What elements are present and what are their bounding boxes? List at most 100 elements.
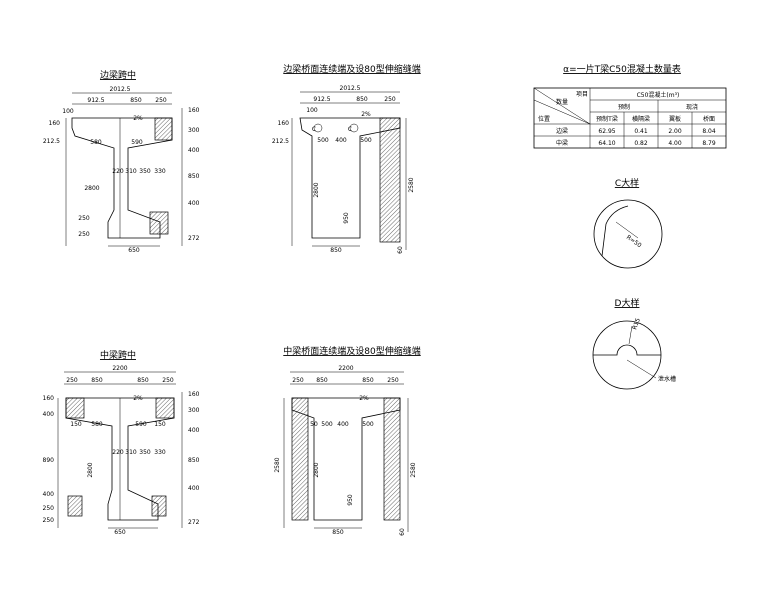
dim-text: 150: [70, 421, 82, 428]
dim-text: 160: [278, 120, 290, 127]
dim-text: 250: [78, 215, 90, 222]
dim-text: 272: [188, 519, 200, 526]
table-corner-mid: 数量: [556, 98, 568, 106]
dim-text: 60: [397, 246, 404, 254]
dim-text: 250: [43, 517, 55, 524]
dim-text: 2%: [359, 395, 369, 402]
dim-text: 160: [49, 120, 61, 127]
dim-text: 850: [137, 377, 149, 384]
dim-text: 580: [91, 421, 103, 428]
table-cell: 0.82: [634, 140, 648, 147]
dim-text: 150: [154, 421, 166, 428]
dim-text: 850: [188, 457, 200, 464]
dim-text: 212.5: [43, 138, 60, 145]
detail-d-note: 泄水槽: [658, 375, 676, 383]
dim-text: 590: [135, 421, 147, 428]
table-cell: 2.00: [668, 128, 682, 135]
dim-text: 850: [356, 96, 368, 103]
dim-text: 160: [188, 391, 200, 398]
mid-joint-title: 中梁桥面连续端及设80型伸缩缝端: [283, 345, 420, 357]
dim-text: 2%: [361, 111, 371, 118]
dim-text: 850: [330, 247, 342, 254]
detail-c-title: C大样: [615, 177, 639, 189]
dim-text: 2200: [112, 365, 127, 372]
dim-text: 2800: [313, 182, 320, 197]
dim-text: 250: [66, 377, 78, 384]
dim-text: 850: [188, 173, 200, 180]
dim-text: 2580: [274, 457, 281, 472]
dim-text: 400: [43, 491, 55, 498]
dim-text: 590: [131, 139, 143, 146]
dim-text: 400: [188, 147, 200, 154]
dim-text: 2%: [133, 115, 143, 122]
dim-text: 850: [316, 377, 328, 384]
table-cell: 8.04: [702, 128, 716, 135]
table-group-right: 现浇: [686, 103, 698, 111]
dim-text: 2800: [84, 185, 99, 192]
table-col-header: 桥面: [703, 115, 715, 123]
dim-text: 650: [128, 247, 140, 254]
table-cell: 4.00: [668, 140, 682, 147]
dim-text: 160: [188, 107, 200, 114]
dim-text: 2012.5: [340, 85, 361, 92]
table-corner-top: 项目: [576, 91, 588, 98]
dim-text: 500: [321, 421, 333, 428]
dim-text: 850: [91, 377, 103, 384]
dim-text: 250: [387, 377, 399, 384]
dim-text: 2012.5: [110, 86, 131, 93]
table-col-header: 翼板: [669, 115, 681, 123]
dim-text: 330: [154, 449, 166, 456]
edge-beam-midspan-section: 边梁跨中 2012.5 912.5 850 250 100 2% 590 580…: [43, 69, 200, 254]
dim-text: 400: [43, 411, 55, 418]
detail-d-radius: R15: [631, 317, 642, 331]
dim-text: 250: [43, 505, 55, 512]
dim-text: 160: [43, 395, 55, 402]
table-head-main: C50混凝土(m³): [637, 91, 680, 99]
table-col-header: 预制T梁: [596, 115, 618, 123]
dim-text: 2800: [313, 462, 320, 477]
dim-text: 300: [188, 407, 200, 414]
dim-text: 60: [399, 528, 406, 536]
detail-d: D大样 R15 泄水槽: [592, 297, 676, 390]
dim-text: 310: [125, 449, 137, 456]
mid-beam-joint-section: 中梁桥面连续端及设80型伸缩缝端 2200 250 850 850 250 2%…: [274, 345, 421, 536]
table-cell: 64.10: [598, 140, 615, 147]
dim-text: 350: [139, 168, 151, 175]
detail-d-title: D大样: [615, 297, 640, 309]
dim-text: 220: [112, 449, 124, 456]
dim-text: 400: [188, 427, 200, 434]
dim-text: 100: [62, 108, 74, 115]
dim-text: 2580: [410, 462, 417, 477]
dim-text: 400: [188, 485, 200, 492]
table-title: α=一片T梁C50混凝土数量表: [563, 63, 681, 75]
dim-text: 400: [337, 421, 349, 428]
dim-text: 310: [125, 168, 137, 175]
dim-text: 912.5: [87, 97, 104, 104]
dim-text: 300: [188, 127, 200, 134]
mid-mid-title: 中梁跨中: [100, 349, 136, 361]
dim-text: 500: [317, 137, 329, 144]
dim-text: 2580: [408, 177, 415, 192]
detail-c: C大样 R=50: [593, 177, 663, 269]
table-cell: 8.79: [702, 140, 716, 147]
dim-text: 50: [310, 421, 318, 428]
dim-text: 250: [155, 97, 167, 104]
dim-text: 500: [362, 421, 374, 428]
dim-text: 350: [139, 449, 151, 456]
table-row-label: 中梁: [556, 139, 568, 147]
detail-c-label: R=50: [625, 234, 643, 249]
dim-text: C: [312, 126, 316, 133]
dim-text: 272: [188, 235, 200, 242]
dim-text: 250: [162, 377, 174, 384]
dim-text: 250: [292, 377, 304, 384]
dim-text: 400: [188, 200, 200, 207]
dim-text: 400: [335, 137, 347, 144]
table-corner-bottom: 位置: [538, 115, 550, 123]
dim-text: 950: [343, 212, 350, 224]
dim-text: 850: [332, 529, 344, 536]
edge-mid-title: 边梁跨中: [100, 69, 136, 81]
table-group-left: 预制: [618, 103, 630, 111]
edge-beam-joint-section: 边梁桥面连续端及设80型伸缩缝端 2012.5 912.5 850 250 10…: [272, 63, 421, 254]
